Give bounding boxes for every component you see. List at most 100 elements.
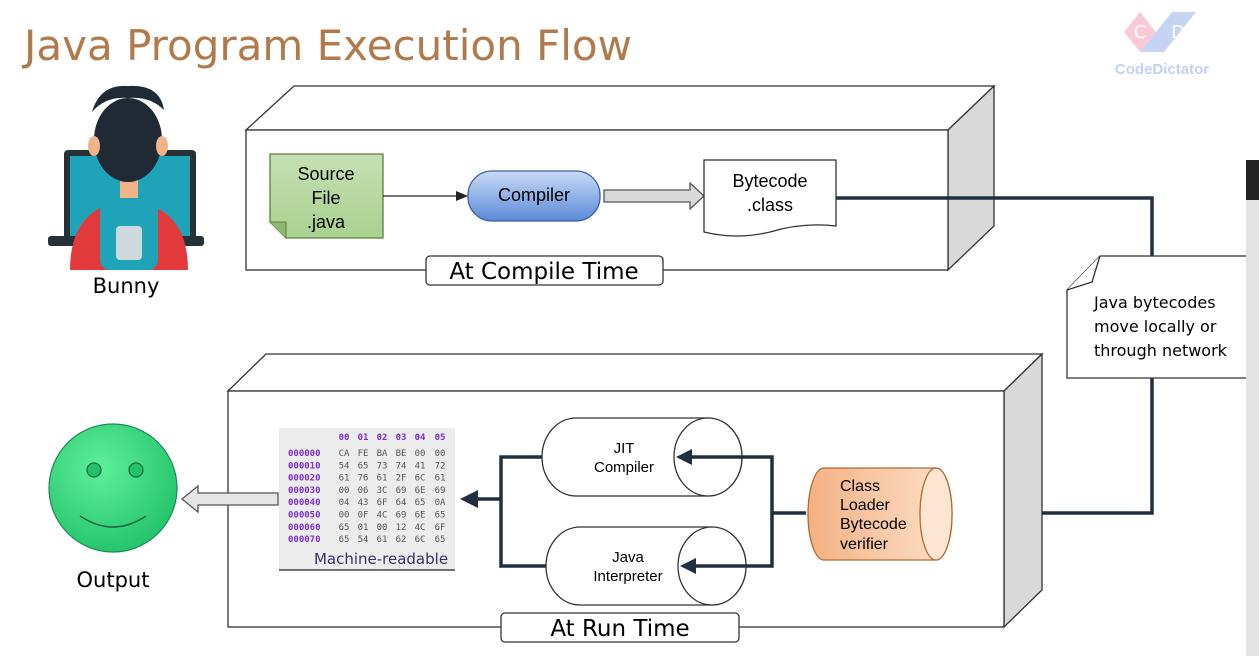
- arrow-source-to-compiler: [383, 191, 468, 201]
- smiley-output: [48, 423, 178, 553]
- hex-address: 000000: [288, 449, 321, 459]
- page-title: Java Program Execution Flow: [21, 21, 632, 70]
- hex-byte: 2F: [396, 474, 407, 484]
- note-line3: through network: [1094, 341, 1228, 360]
- logo-badge-left: C: [1134, 22, 1147, 43]
- hex-byte: BA: [377, 449, 388, 459]
- connector-loader-to-engines: [676, 449, 806, 574]
- hex-header-cell: 00: [339, 433, 350, 443]
- hex-byte: 0A: [435, 498, 446, 508]
- hex-address: 000030: [288, 486, 321, 496]
- hex-byte: CA: [339, 449, 350, 459]
- hex-byte: 65: [358, 461, 369, 471]
- hex-byte: BE: [396, 449, 407, 459]
- hex-byte: 04: [339, 498, 350, 508]
- hex-address: 000010: [288, 461, 321, 471]
- hex-byte: 3C: [377, 486, 388, 496]
- hex-header-cell: 01: [358, 433, 369, 443]
- note-line1: Java bytecodes: [1093, 293, 1216, 312]
- hex-byte: 00: [377, 523, 388, 533]
- hex-byte: 61: [435, 474, 446, 484]
- hex-byte: 6E: [415, 511, 426, 521]
- hex-byte: 65: [339, 535, 350, 545]
- run-time-label: At Run Time: [500, 612, 740, 643]
- hex-byte: 65: [435, 511, 446, 521]
- hex-byte: 65: [339, 523, 350, 533]
- bytecode-shape: [703, 159, 837, 237]
- source-file-shape: [269, 153, 384, 239]
- hex-byte: 4C: [377, 511, 388, 521]
- hex-header-cell: 05: [435, 433, 446, 443]
- person-ear-left: [88, 136, 100, 156]
- hex-byte: 6C: [415, 535, 426, 545]
- jit-line1: JIT: [614, 440, 635, 457]
- class-loader-line2: Loader: [840, 497, 890, 514]
- hex-address: 000020: [288, 474, 321, 484]
- hex-byte: 76: [358, 474, 369, 484]
- smiley-face: [48, 423, 178, 553]
- user-illustration: [48, 85, 204, 270]
- hex-byte: 00: [339, 486, 350, 496]
- output-label: Output: [77, 568, 150, 592]
- runtime-box-side: [1003, 352, 1043, 629]
- logo-wordmark: CodeDictator: [1115, 61, 1209, 78]
- user-label: Bunny: [93, 274, 160, 298]
- codedictator-logo: C D CodeDictator: [1115, 12, 1209, 78]
- backpack-pocket: [116, 226, 142, 260]
- hex-byte: 65: [435, 535, 446, 545]
- hex-header-cell: 02: [377, 433, 388, 443]
- hex-byte: 65: [415, 498, 426, 508]
- smiley-eye-right: [128, 462, 144, 478]
- class-loader-line3: Bytecode: [840, 516, 907, 533]
- compiler-label: Compiler: [498, 185, 570, 205]
- compile-time-label-text: At Compile Time: [449, 259, 638, 285]
- hex-byte: 62: [396, 535, 407, 545]
- hex-byte: 6F: [435, 523, 446, 533]
- connector-engines-to-machine-code: [460, 455, 546, 568]
- source-file-line3: .java: [307, 212, 346, 232]
- hex-byte: 74: [396, 461, 407, 471]
- source-file-node: Source File .java: [269, 153, 384, 239]
- person-ear-right: [156, 136, 168, 156]
- class-loader-line4: verifier: [840, 536, 889, 553]
- person-hair: [94, 98, 162, 182]
- hex-byte: 69: [396, 486, 407, 496]
- interpreter-line2: Interpreter: [593, 568, 662, 585]
- smiley-eye-left: [86, 462, 102, 478]
- hex-byte: 69: [435, 486, 446, 496]
- hex-byte: 12: [396, 523, 407, 533]
- compiler-shape: [467, 170, 601, 222]
- note-line2: move locally or: [1094, 317, 1217, 336]
- hex-byte: 6F: [377, 498, 388, 508]
- machine-readable-caption: Machine-readable: [314, 550, 448, 568]
- hex-address: 000040: [288, 498, 321, 508]
- arrow-compiler-to-bytecode: [603, 181, 705, 211]
- hex-byte: 69: [396, 511, 407, 521]
- compile-box-top: [244, 85, 996, 131]
- hex-byte: 54: [358, 535, 369, 545]
- machine-code-panel: 00 01 02 03 04 05 000000 CA FE BA BE 00 00 000010 54 6…: [279, 428, 455, 571]
- arrow-to-output: [180, 484, 279, 514]
- right-edge-marker: [1246, 160, 1259, 200]
- hex-byte: 00: [435, 449, 446, 459]
- hex-address: 000070: [288, 535, 321, 545]
- hex-byte: 61: [377, 474, 388, 484]
- hex-address: 000060: [288, 523, 321, 533]
- hex-byte: FE: [358, 449, 369, 459]
- hex-byte: 06: [358, 486, 369, 496]
- hex-byte: 72: [435, 461, 446, 471]
- right-edge-bar: [1246, 160, 1259, 656]
- hex-byte: 61: [339, 474, 350, 484]
- bytecode-node: Bytecode .class: [703, 159, 837, 237]
- hex-byte: 01: [358, 523, 369, 533]
- hex-address: 000050: [288, 511, 321, 521]
- hex-header-cell: 03: [396, 433, 407, 443]
- jit-line2: Compiler: [594, 459, 654, 476]
- hex-byte: 6C: [415, 474, 426, 484]
- network-note: Java bytecodes move locally or through n…: [1066, 255, 1258, 379]
- hex-byte: 54: [339, 461, 350, 471]
- compile-time-label: At Compile Time: [425, 255, 664, 286]
- logo-badge-right: D: [1171, 22, 1185, 43]
- compiler-node: Compiler: [467, 170, 601, 222]
